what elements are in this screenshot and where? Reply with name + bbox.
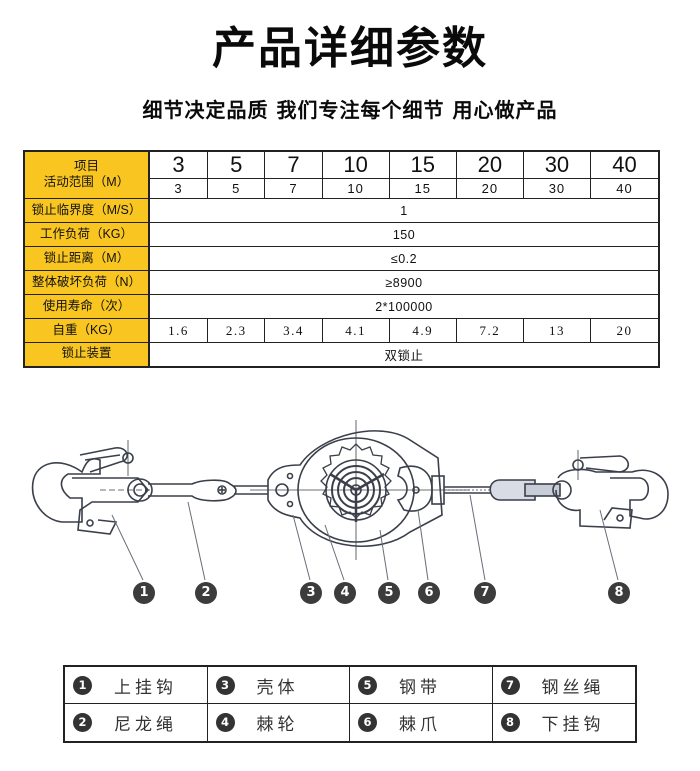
- legend-item: 4 棘轮: [208, 704, 350, 741]
- length-large: 5: [207, 151, 266, 179]
- row-value: 150: [148, 222, 660, 247]
- device-drawing: [31, 420, 669, 581]
- legend-item: 1 上挂钩: [65, 667, 208, 704]
- row-value: ≥8900: [148, 270, 660, 295]
- length-small: 5: [207, 178, 266, 199]
- row-label: 锁止距离（M）: [23, 246, 150, 271]
- legend-item: 2 尼龙绳: [65, 704, 208, 741]
- legend-item: 7 钢丝绳: [492, 667, 635, 704]
- callout-3: 3: [300, 582, 322, 604]
- row-value: 双锁止: [148, 342, 660, 367]
- table-row: 自重（KG） 1.6 2.3 3.4 4.1 4.9 7.2 13 20: [23, 318, 660, 343]
- legend-part-name: 尼龙绳: [114, 715, 177, 735]
- legend-part-name: 下挂钩: [541, 715, 605, 735]
- legend-part-name: 棘轮: [256, 715, 299, 735]
- table-row: 锁止临界度（M/S） 1: [23, 198, 660, 223]
- table-row: 锁止装置 双锁止: [23, 342, 660, 367]
- length-large: 15: [388, 151, 457, 179]
- legend-number-badge: 3: [215, 675, 235, 695]
- weight-value: 13: [522, 318, 591, 343]
- legend-number-badge: 2: [73, 713, 92, 732]
- row-value: ≤0.2: [148, 246, 660, 271]
- table-row: 锁止距离（M） ≤0.2: [23, 246, 660, 271]
- length-small: 10: [321, 178, 390, 199]
- page-title: 产品详细参数: [212, 23, 488, 74]
- legend-number-badge: 4: [215, 713, 235, 732]
- legend-part-name: 钢带: [399, 677, 441, 698]
- weight-value: 4.9: [388, 318, 457, 343]
- legend-part-name: 钢丝绳: [541, 677, 605, 698]
- page-subtitle: 细节决定品质 我们专注每个细节 用心做产品: [142, 98, 558, 122]
- length-large: 30: [522, 151, 591, 179]
- length-small: 40: [589, 178, 660, 199]
- product-diagram: 1 2 3 4 5 6 7 8: [0, 410, 700, 620]
- header-label-range: 活动范围（M）: [43, 175, 130, 189]
- lower-hook-drawing: [555, 450, 669, 529]
- legend-part-name: 上挂钩: [114, 677, 177, 698]
- weight-value: 3.4: [264, 318, 323, 343]
- legend-item: 8 下挂钩: [493, 704, 636, 741]
- callout-7: 7: [474, 582, 496, 604]
- header-label-item: 项目: [73, 159, 99, 174]
- table-row: 整体破坏负荷（N） ≥8900: [23, 270, 660, 295]
- wire-rope-drawing: [444, 479, 572, 501]
- table-row: 3 5 7 10 15 20 30 40: [24, 178, 660, 199]
- length-small: 15: [388, 178, 457, 199]
- row-label: 自重（KG）: [23, 318, 150, 343]
- length-small: 7: [264, 178, 323, 199]
- length-large: 7: [264, 151, 323, 179]
- length-small: 3: [148, 178, 209, 199]
- nylon-rope-drawing: [127, 478, 268, 502]
- header-label-cell: 项目 活动范围（M）: [23, 150, 150, 199]
- legend-item: 3 壳体: [207, 667, 350, 704]
- length-small: 20: [455, 178, 524, 199]
- weight-value: 7.2: [455, 318, 524, 343]
- legend-item: 6 棘爪: [350, 704, 493, 741]
- legend-item: 5 钢带: [350, 667, 493, 704]
- length-large: 3: [148, 151, 209, 179]
- length-large: 10: [321, 151, 390, 179]
- length-large: 20: [455, 151, 524, 179]
- row-value: 1: [148, 198, 660, 223]
- legend-number-badge: 6: [358, 713, 377, 732]
- legend-number-badge: 1: [73, 675, 92, 695]
- length-large: 40: [589, 151, 660, 179]
- weight-value: 20: [589, 318, 660, 343]
- legend-part-name: 棘爪: [399, 715, 441, 735]
- callout-8: 8: [608, 582, 630, 604]
- spec-table: 项目 活动范围（M） 3 5 7 10 15 20 30 40 3 5 7 10…: [23, 150, 660, 368]
- row-label: 锁止临界度（M/S）: [23, 198, 150, 223]
- callout-1: 1: [133, 582, 155, 604]
- table-row: 使用寿命（次） 2*100000: [23, 294, 660, 319]
- row-value: 2*100000: [148, 294, 660, 319]
- callout-4: 4: [334, 582, 356, 604]
- callout-6: 6: [418, 582, 440, 604]
- parts-legend: 1 上挂钩 3 壳体 5 钢带 7 钢丝绳 2 尼龙绳 4 棘轮 6 棘爪 8 …: [63, 665, 637, 743]
- callout-5: 5: [378, 582, 400, 604]
- weight-value: 1.6: [148, 318, 209, 343]
- row-label: 工作负荷（KG）: [23, 222, 150, 247]
- legend-number-badge: 7: [500, 675, 520, 695]
- upper-hook-drawing: [31, 440, 150, 535]
- length-small: 30: [522, 178, 591, 199]
- housing-drawing: [250, 420, 470, 560]
- legend-number-badge: 5: [358, 675, 377, 695]
- callout-2: 2: [195, 582, 217, 604]
- table-row: 工作负荷（KG） 150: [23, 222, 660, 247]
- row-label: 锁止装置: [23, 342, 150, 367]
- leader-lines: [111, 494, 619, 581]
- legend-part-name: 壳体: [256, 677, 299, 698]
- row-label: 整体破坏负荷（N）: [23, 270, 150, 295]
- weight-value: 4.1: [321, 318, 390, 343]
- table-row: 项目 活动范围（M） 3 5 7 10 15 20 30 40: [23, 150, 660, 199]
- weight-value: 2.3: [207, 318, 266, 343]
- row-label: 使用寿命（次）: [23, 294, 150, 319]
- legend-number-badge: 8: [500, 713, 520, 732]
